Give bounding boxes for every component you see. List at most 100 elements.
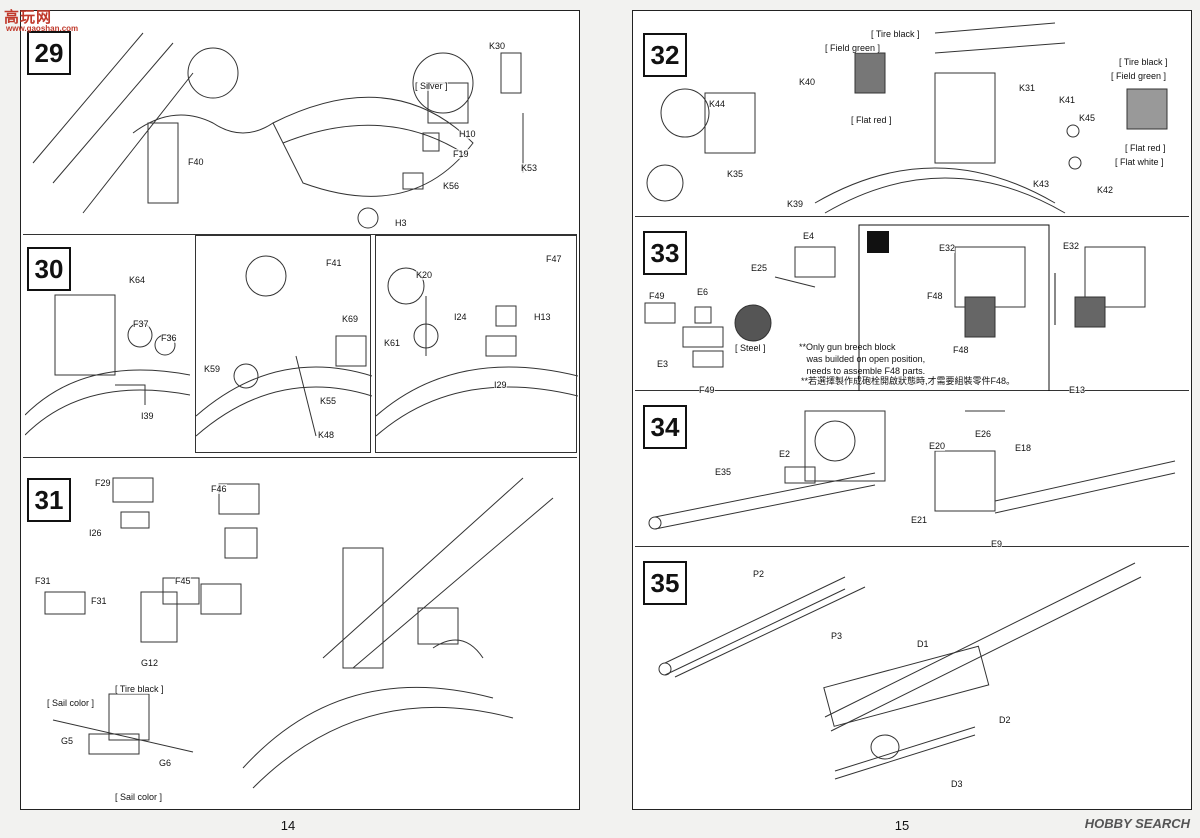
part-label: D3 xyxy=(951,779,963,789)
step-35-illustration xyxy=(658,562,1142,780)
part-label: E6 xyxy=(697,287,709,297)
step-30-panel-a: 30 K64 F37 F36 I39 xyxy=(25,235,190,453)
breech-note-chinese: **若選擇製作成砲栓開啟狀態時,才需要組裝零件F48。 xyxy=(801,376,1016,386)
part-label: K42 xyxy=(1097,185,1114,195)
part-label: F47 xyxy=(546,254,562,264)
paint-label: [ Sail color ] xyxy=(47,698,95,708)
step-33-panel: 33 E4 E25 F49 E6 E3 F49 [ Steel ] E32 F4… xyxy=(635,217,1189,395)
part-label: E25 xyxy=(751,263,768,273)
step-number: 33 xyxy=(643,231,687,275)
paint-label: [ Field green ] xyxy=(825,43,881,53)
step-31-panel: 31 F29 I26 F46 F31 F31 F45 G12 [ Tire bl… xyxy=(23,457,577,807)
step-33-illustration xyxy=(644,224,1146,391)
page-number-right: 15 xyxy=(894,818,910,833)
part-label: F49 xyxy=(649,291,665,301)
part-label: K44 xyxy=(709,99,726,109)
step-number: 32 xyxy=(643,33,687,77)
step-29-panel: 29 K30 [ Silver ] H10 F19 F40 K56 K53 H3 xyxy=(23,13,577,235)
site-watermark-url: www.gaoshan.com xyxy=(6,24,79,33)
step-35-panel: 35 P2 P3 D1 D2 D3 xyxy=(635,547,1189,807)
part-label: K31 xyxy=(1019,83,1036,93)
part-label: K56 xyxy=(443,181,460,191)
part-label: K30 xyxy=(489,41,506,51)
page-number-left: 14 xyxy=(280,818,296,833)
part-label: F45 xyxy=(175,576,191,586)
step-number: 29 xyxy=(27,31,71,75)
paint-label: [ Flat red ] xyxy=(1125,143,1166,153)
paint-label: [ Tire black ] xyxy=(871,29,920,39)
paint-label: [ Flat red ] xyxy=(851,115,892,125)
part-label: E4 xyxy=(803,231,815,241)
part-label: P2 xyxy=(753,569,765,579)
part-label: K53 xyxy=(521,163,538,173)
step-31-illustration xyxy=(44,477,554,789)
step-32-panel: 32 [ Tire black ] [ Field green ] K40 K4… xyxy=(635,13,1189,217)
part-label: K40 xyxy=(799,77,816,87)
part-label: I26 xyxy=(89,528,102,538)
step-30-panel-b: F41 K69 K59 K55 K48 xyxy=(195,235,372,453)
part-label: K48 xyxy=(318,430,335,440)
part-label: G6 xyxy=(159,758,172,768)
step-number: 31 xyxy=(27,478,71,522)
part-label: F41 xyxy=(326,258,342,268)
step-number: 35 xyxy=(643,561,687,605)
part-label: G12 xyxy=(141,658,159,668)
part-label: D1 xyxy=(917,639,929,649)
part-label: F40 xyxy=(188,157,204,167)
step-30-illustration-b xyxy=(196,255,372,437)
part-label: E9 xyxy=(991,539,1003,549)
part-label: K61 xyxy=(384,338,401,348)
part-label: F48 xyxy=(953,345,969,355)
part-label: K59 xyxy=(204,364,221,374)
step-30-illustration-c xyxy=(376,267,578,437)
part-label: E3 xyxy=(657,359,669,369)
part-label: F29 xyxy=(95,478,111,488)
part-label: H13 xyxy=(534,312,551,322)
instruction-page-left: 29 K30 [ Silver ] H10 F19 F40 K56 K53 H3… xyxy=(20,10,580,810)
step-number: 30 xyxy=(27,247,71,291)
breech-note-english: **Only gun breech block was builded on o… xyxy=(799,342,926,376)
part-label: F48 xyxy=(927,291,943,301)
part-label: F37 xyxy=(133,319,149,329)
step-34-panel: 34 E2 E35 E20 E26 E18 E21 E9 xyxy=(635,391,1189,549)
part-label: K41 xyxy=(1059,95,1076,105)
step-number: 34 xyxy=(643,405,687,449)
part-label: F36 xyxy=(161,333,177,343)
part-label: K39 xyxy=(787,199,804,209)
part-label: K64 xyxy=(129,275,146,285)
part-label: K55 xyxy=(320,396,337,406)
part-label: K35 xyxy=(727,169,744,179)
site-watermark-logo: 高玩网 xyxy=(4,9,53,26)
part-label: K45 xyxy=(1079,113,1096,123)
step-30-illustration-a xyxy=(25,294,190,436)
part-label: H3 xyxy=(395,218,407,228)
instruction-page-right: 32 [ Tire black ] [ Field green ] K40 K4… xyxy=(632,10,1192,810)
paint-label: [ Flat white ] xyxy=(1115,157,1164,167)
part-label: P3 xyxy=(831,631,843,641)
part-label: E35 xyxy=(715,467,732,477)
part-label: E18 xyxy=(1015,443,1032,453)
part-label: K43 xyxy=(1033,179,1050,189)
paint-label: [ Tire black ] xyxy=(1119,57,1168,67)
paint-label: [ Silver ] xyxy=(415,81,448,91)
part-label: I39 xyxy=(141,411,154,421)
part-label: F31 xyxy=(35,576,51,586)
part-label: E2 xyxy=(779,449,791,459)
part-label: F19 xyxy=(453,149,469,159)
part-label: I24 xyxy=(454,312,467,322)
step-32-illustration xyxy=(646,22,1168,214)
part-label: E32 xyxy=(1063,241,1080,251)
paint-label: [ Steel ] xyxy=(735,343,766,353)
hobby-search-watermark: HOBBY SEARCH xyxy=(1084,816,1190,831)
part-label: E32 xyxy=(939,243,956,253)
part-label: F31 xyxy=(91,596,107,606)
part-label: I29 xyxy=(494,380,507,390)
step-30-panel-c: F47 K20 I24 H13 K61 I29 xyxy=(375,235,578,453)
part-label: E20 xyxy=(929,441,946,451)
part-label: K20 xyxy=(416,270,433,280)
part-label: E26 xyxy=(975,429,992,439)
part-label: D2 xyxy=(999,715,1011,725)
part-label: F49 xyxy=(699,385,715,395)
part-label: E13 xyxy=(1069,385,1086,395)
part-label: H10 xyxy=(459,129,476,139)
